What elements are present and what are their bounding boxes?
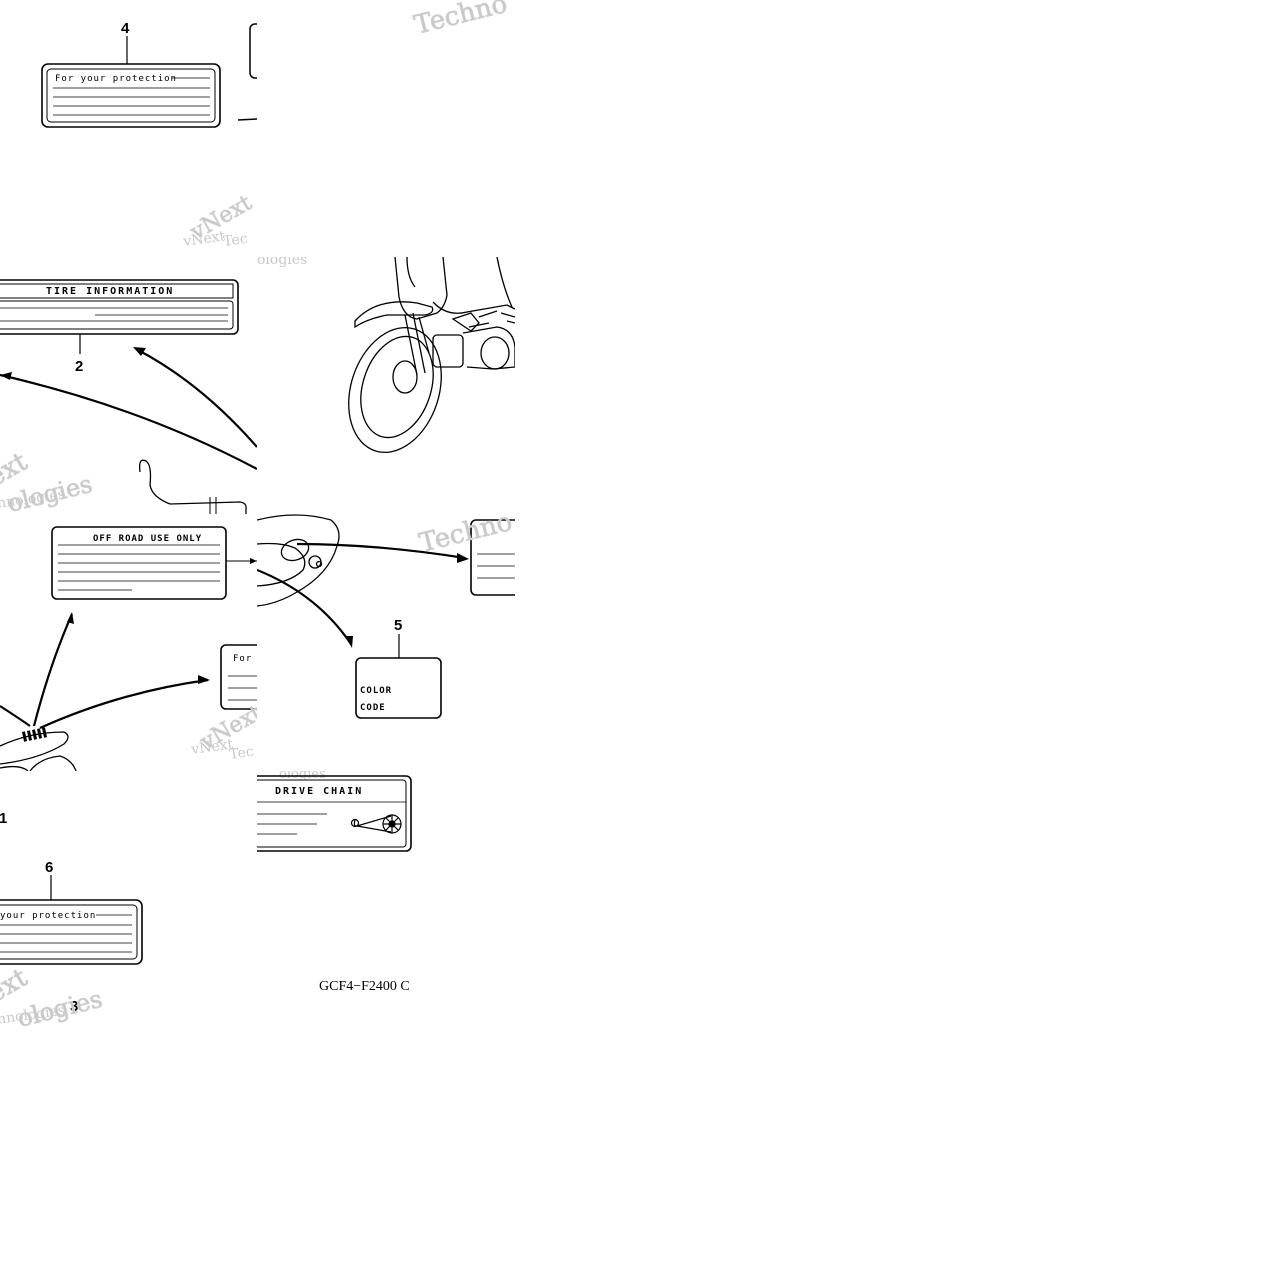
label-5-outline bbox=[355, 657, 442, 719]
arrow-head bbox=[133, 347, 146, 356]
watermark-text: Tec bbox=[222, 231, 249, 250]
arrow-head bbox=[457, 553, 469, 563]
label-partial-right-outline bbox=[470, 519, 515, 596]
leader-arrow bbox=[296, 542, 466, 560]
leader-arrow bbox=[257, 568, 352, 645]
label-2-title: TIRE INFORMATION bbox=[46, 286, 174, 297]
watermark-text: vNext bbox=[181, 228, 226, 250]
leader-arrow bbox=[135, 348, 257, 448]
tile-lower-center-drawing: ologies DRIVE CHAIN GCF4−F2400 C bbox=[257, 771, 412, 994]
leader-arrow bbox=[39, 678, 209, 730]
callout-1: 1 bbox=[0, 810, 7, 827]
label-6-inner bbox=[0, 904, 138, 960]
label-2-header bbox=[0, 283, 234, 299]
tile-top-left-drawing: 4 For your protection vNext Tec vNext bbox=[41, 20, 257, 250]
watermark-text: Techno bbox=[411, 0, 510, 41]
callout-5: 5 bbox=[394, 617, 402, 634]
watermark-text: ologies bbox=[257, 257, 307, 268]
tile-top-left: 4 For your protection vNext Tec vNext bbox=[0, 0, 257, 257]
label-4-text: For your protection bbox=[55, 74, 177, 84]
leader-arrow bbox=[0, 373, 257, 470]
rear-fender-drawing bbox=[0, 731, 77, 771]
callout-2: 2 bbox=[75, 358, 83, 375]
watermark-text: Techno bbox=[416, 514, 515, 559]
tile-lower-left-drawing: 1 6 your protection 3 ext chnologies olo… bbox=[0, 810, 143, 1028]
tile-lower-center: ologies DRIVE CHAIN GCF4−F2400 C bbox=[257, 771, 515, 1028]
handlebar-drawing bbox=[169, 501, 247, 514]
tile-middle-left-drawing: TIRE INFORMATION 2 ext chnologies ologie… bbox=[0, 279, 257, 514]
leader-arrow bbox=[32, 613, 74, 727]
label-off-road-title: OFF ROAD USE ONLY bbox=[93, 534, 202, 544]
leader-arrow bbox=[0, 705, 31, 727]
label-6-text: your protection bbox=[0, 911, 96, 921]
arrow-head bbox=[345, 636, 353, 648]
chain-sprocket-icon bbox=[350, 814, 402, 834]
tile-middle-left: TIRE INFORMATION 2 ext chnologies ologie… bbox=[0, 257, 257, 514]
tile-middle-center-drawing: ologies bbox=[257, 257, 515, 454]
callout-4: 4 bbox=[121, 20, 130, 37]
label-drive-chain-outline bbox=[257, 775, 412, 852]
decal-stripes bbox=[22, 727, 48, 742]
label-2-body bbox=[0, 300, 234, 330]
tile-middle-center: ologies bbox=[257, 257, 515, 514]
arrow-head bbox=[67, 612, 74, 624]
label-2-outline bbox=[0, 279, 239, 335]
arrow-head bbox=[250, 558, 257, 564]
watermark-text: vNext bbox=[189, 736, 234, 758]
tile-top-center-drawing: Techno bbox=[411, 0, 511, 41]
label-4-outline bbox=[41, 63, 221, 128]
handlebar-drawing bbox=[138, 459, 171, 505]
label-4-inner bbox=[46, 68, 216, 123]
label-drive-chain-inner bbox=[257, 779, 407, 848]
label-partial-outline bbox=[249, 23, 257, 79]
label-off-road-outline bbox=[51, 526, 227, 600]
label-partial-for-outline bbox=[220, 644, 257, 710]
motorcycle-illustration bbox=[348, 257, 515, 454]
label-5-color: COLOR bbox=[360, 686, 392, 696]
tile-bottom-center: Techno 5 COLOR CODE bbox=[257, 514, 515, 771]
watermark-text: Tec bbox=[228, 744, 255, 763]
tile-bottom-center-drawing: Techno 5 COLOR CODE bbox=[257, 514, 515, 719]
fuel-tank-drawing bbox=[257, 514, 340, 607]
tile-top-center: Techno bbox=[257, 0, 515, 257]
tile-bottom-left: OFF ROAD USE ONLY For bbox=[0, 514, 257, 771]
tile-lower-left: 1 6 your protection 3 ext chnologies olo… bbox=[0, 771, 257, 1028]
tile-bottom-left-drawing: OFF ROAD USE ONLY For bbox=[0, 526, 257, 771]
leader-arrow bbox=[237, 118, 257, 121]
handlebar-drawing bbox=[209, 497, 217, 514]
label-6-outline bbox=[0, 899, 143, 965]
label-5-code: CODE bbox=[360, 703, 386, 713]
arrow-head bbox=[0, 372, 12, 380]
part-code: GCF4−F2400 C bbox=[319, 979, 410, 994]
arrow-head bbox=[198, 675, 210, 684]
label-drive-chain-title: DRIVE CHAIN bbox=[275, 786, 363, 797]
callout-3: 3 bbox=[70, 998, 78, 1015]
callout-6: 6 bbox=[45, 859, 53, 876]
label-partial-for-text: For bbox=[233, 654, 252, 664]
